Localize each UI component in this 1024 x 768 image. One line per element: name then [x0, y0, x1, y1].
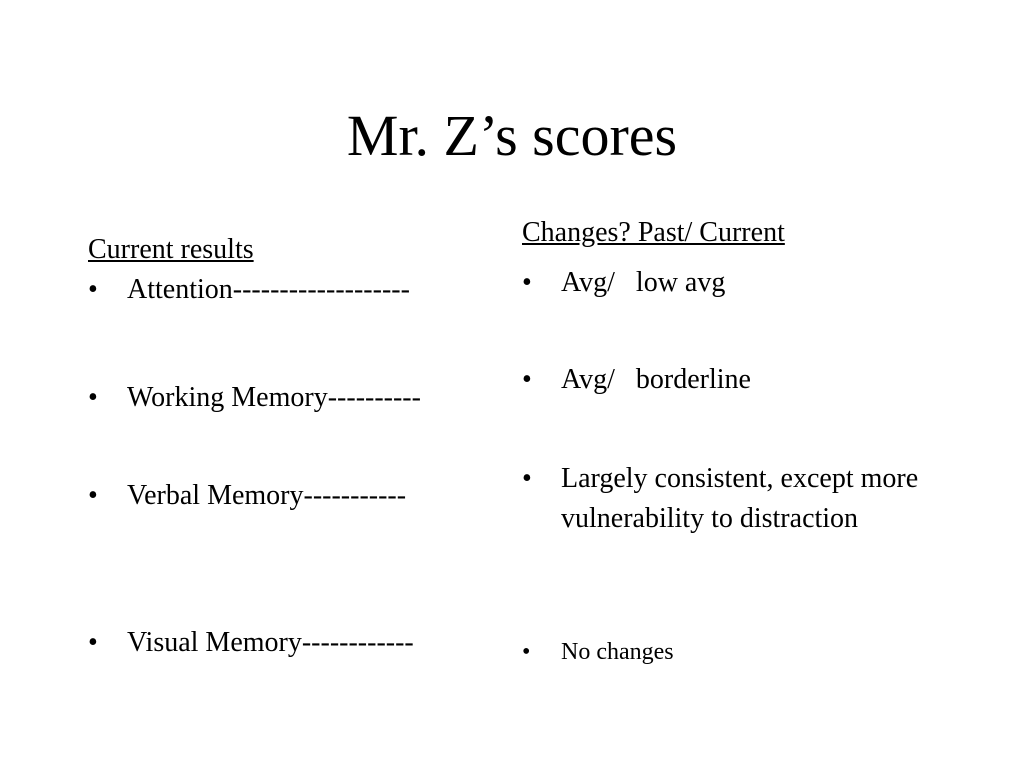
list-item-text: Attention------------------- [127, 274, 410, 305]
list-item-visual-memory: • Visual Memory------------ [88, 623, 414, 663]
bullet-icon: • [88, 480, 98, 511]
bullet-icon: • [88, 627, 98, 658]
current-results-heading: Current results [88, 234, 254, 265]
list-item-text: Verbal Memory----------- [127, 480, 407, 511]
list-item-verbal-memory: • Verbal Memory----------- [88, 476, 406, 516]
changes-heading: Changes? Past/ Current [522, 217, 785, 248]
list-item-attention-change: • Avg/ low avg [522, 263, 725, 303]
changes-column: Changes? Past/ Current • Avg/ low avg • … [522, 213, 962, 665]
list-item-visual-memory-change: • No changes [522, 632, 674, 672]
list-item-working-memory: • Working Memory---------- [88, 378, 421, 418]
list-item-text: Working Memory---------- [127, 382, 421, 413]
bullet-icon: • [88, 274, 98, 305]
list-item-working-memory-change: • Avg/ borderline [522, 360, 751, 400]
list-item-text: Visual Memory------------ [127, 627, 414, 658]
list-item-attention: • Attention------------------- [88, 270, 410, 310]
current-results-column: Current results • Attention-------------… [88, 230, 508, 658]
bullet-icon: • [522, 267, 532, 298]
bullet-icon: • [522, 639, 531, 665]
slide-title: Mr. Z’s scores [346, 103, 678, 168]
list-item-text: Avg/ borderline [561, 364, 751, 395]
list-item-text: No changes [561, 639, 674, 665]
bullet-icon: • [88, 382, 98, 413]
bullet-icon: • [522, 463, 532, 494]
list-item-text: Avg/ low avg [561, 267, 726, 298]
list-item-text: Largely consistent, except more vulnerab… [561, 463, 919, 534]
list-item-verbal-memory-change: • Largely consistent, except more vulner… [522, 459, 961, 539]
bullet-icon: • [522, 364, 532, 395]
